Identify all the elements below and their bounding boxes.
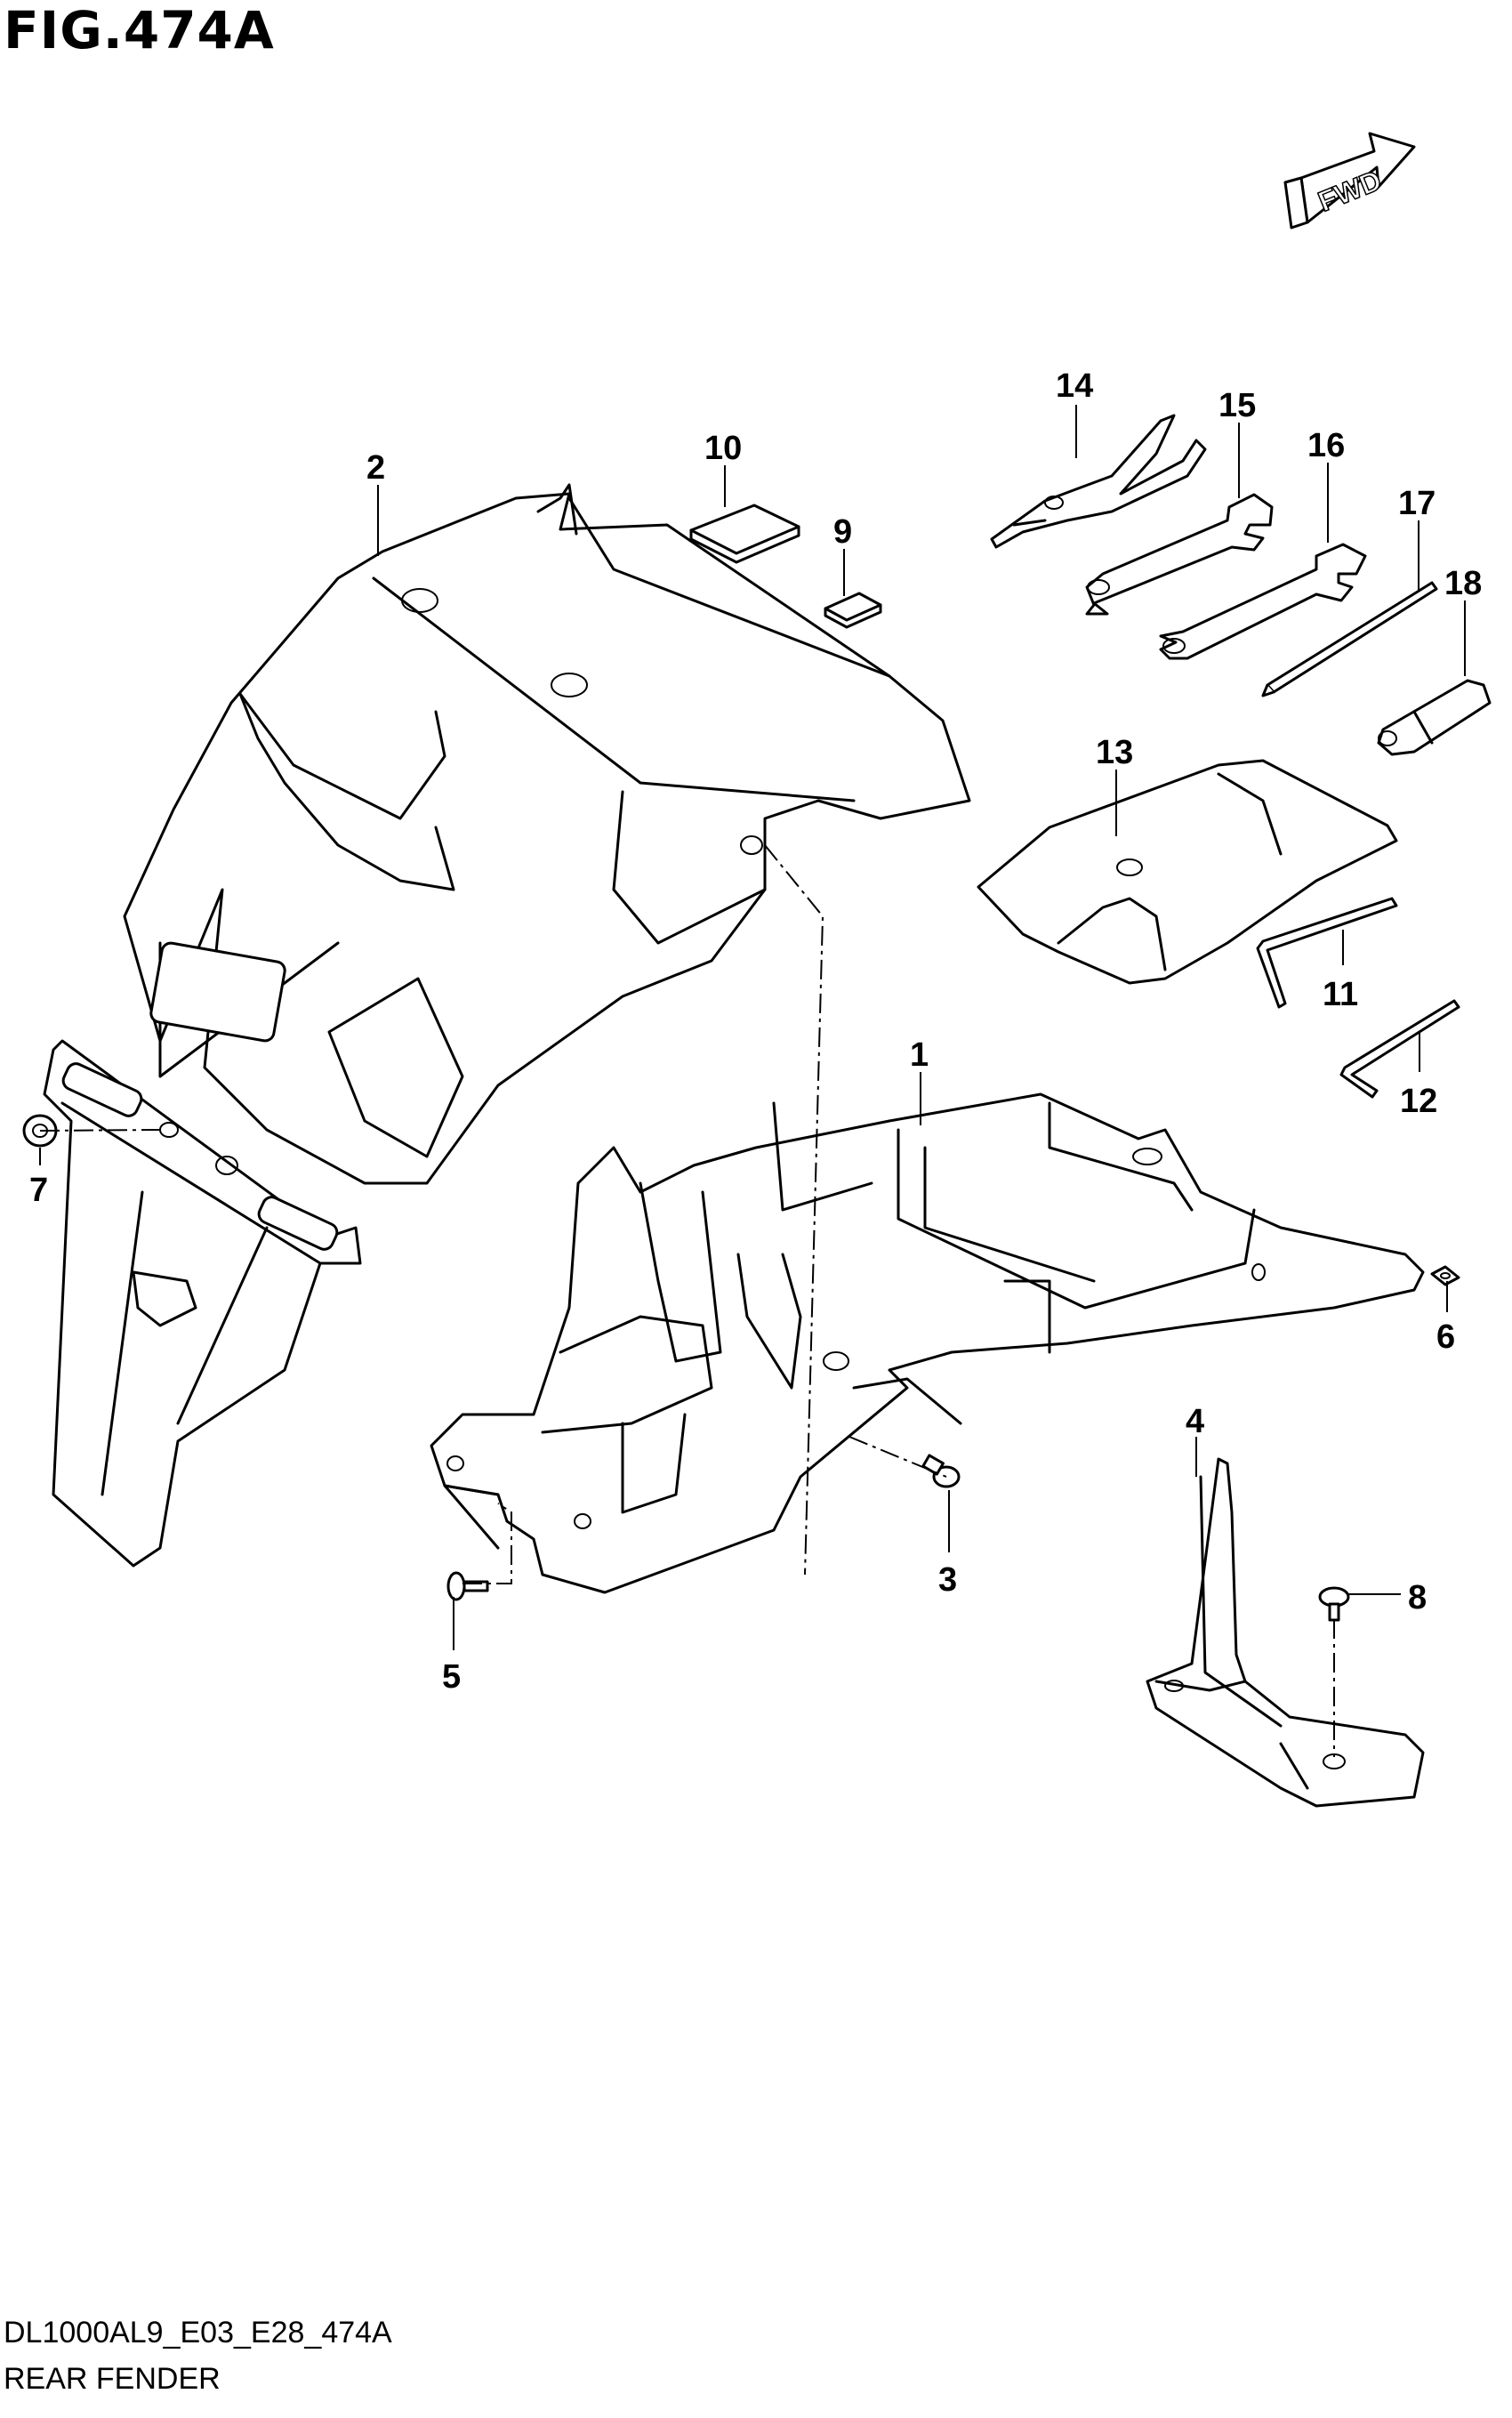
alignment-lines [39,844,1335,1757]
figure-title: FIG.474A [4,0,275,60]
callout-17: 17 [1398,485,1436,522]
callout-labels: 1 2 3 4 5 6 7 8 9 10 11 12 13 14 15 16 1… [29,367,1482,1696]
pad-9-icon [824,592,882,629]
wrench-16-icon [1159,543,1367,660]
bolt-3-icon [921,1454,961,1488]
label-10-icon [689,504,800,564]
callout-11: 11 [1323,976,1358,1013]
leader-lines [39,405,1466,1650]
fender-tail-part [43,1039,362,1568]
callout-13: 13 [1096,734,1133,771]
screwdriver-17-icon [1261,581,1438,697]
tool-bag-part [977,759,1398,985]
figure-name: REAR FENDER [4,2362,221,2396]
callout-7: 7 [29,1172,48,1209]
callout-9: 9 [833,513,852,551]
pliers-14-icon [990,414,1207,549]
callout-2: 2 [366,449,385,487]
callout-16: 16 [1307,427,1345,464]
nut-6-icon [1430,1265,1460,1286]
figure-code: DL1000AL9_E03_E28_474A [4,2316,392,2349]
screwdriver-handle-18-icon [1377,679,1492,756]
callout-14: 14 [1056,367,1093,405]
callout-18: 18 [1444,565,1482,602]
hex-wrench-12-icon [1339,999,1460,1099]
callout-8: 8 [1408,1579,1427,1616]
callout-5: 5 [442,1658,461,1696]
rear-cowl-part [123,483,971,1185]
fwd-arrow-icon: FWD [1283,132,1416,230]
bracket-part [1146,1457,1425,1808]
wrench-15-icon [1085,493,1274,616]
callout-3: 3 [938,1561,957,1599]
callout-1: 1 [910,1036,929,1074]
callout-12: 12 [1400,1083,1437,1120]
rear-fender-part [430,1092,1425,1594]
callout-4: 4 [1186,1403,1204,1440]
callout-6: 6 [1436,1318,1455,1356]
hex-wrench-11-icon [1256,897,1398,1009]
callout-15: 15 [1218,387,1256,424]
screw-5-icon [446,1571,489,1601]
callout-10: 10 [704,430,742,467]
screw-8-icon [1318,1586,1350,1622]
